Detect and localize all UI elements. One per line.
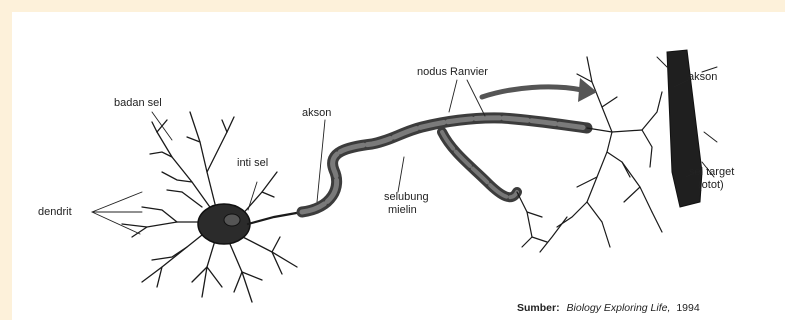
nucleus [224,214,240,226]
neuron-illustration: badan sel inti sel dendrit akson nodus R… [12,12,785,320]
impulse-arrow-head [578,78,597,102]
label-nodus-ranvier: nodus Ranvier [417,66,488,78]
label-dendrit: dendrit [38,206,72,218]
neuron-figure: badan sel inti sel dendrit akson nodus R… [12,12,785,320]
label-akson-left: akson [302,107,331,119]
label-badan-sel: badan sel [114,97,162,109]
lower-terminals [517,192,547,247]
label-mielin: mielin [388,204,417,216]
label-otot: (otot) [698,179,724,191]
axon-initial [248,212,302,224]
source-title: Biology Exploring Life, [567,302,671,314]
label-inti-sel: inti sel [237,157,268,169]
source-year: 1994 [676,302,700,314]
label-akson-right: akson [688,71,717,83]
label-selubung: selubung [384,191,429,203]
cell-body [198,204,250,244]
label-sel-target: sel target [689,166,734,178]
source-caption: Sumber: Biology Exploring Life, 1994 [517,302,700,314]
impulse-arrow [482,87,582,97]
source-prefix: Sumber: [517,302,560,314]
axon-branch [442,132,517,197]
